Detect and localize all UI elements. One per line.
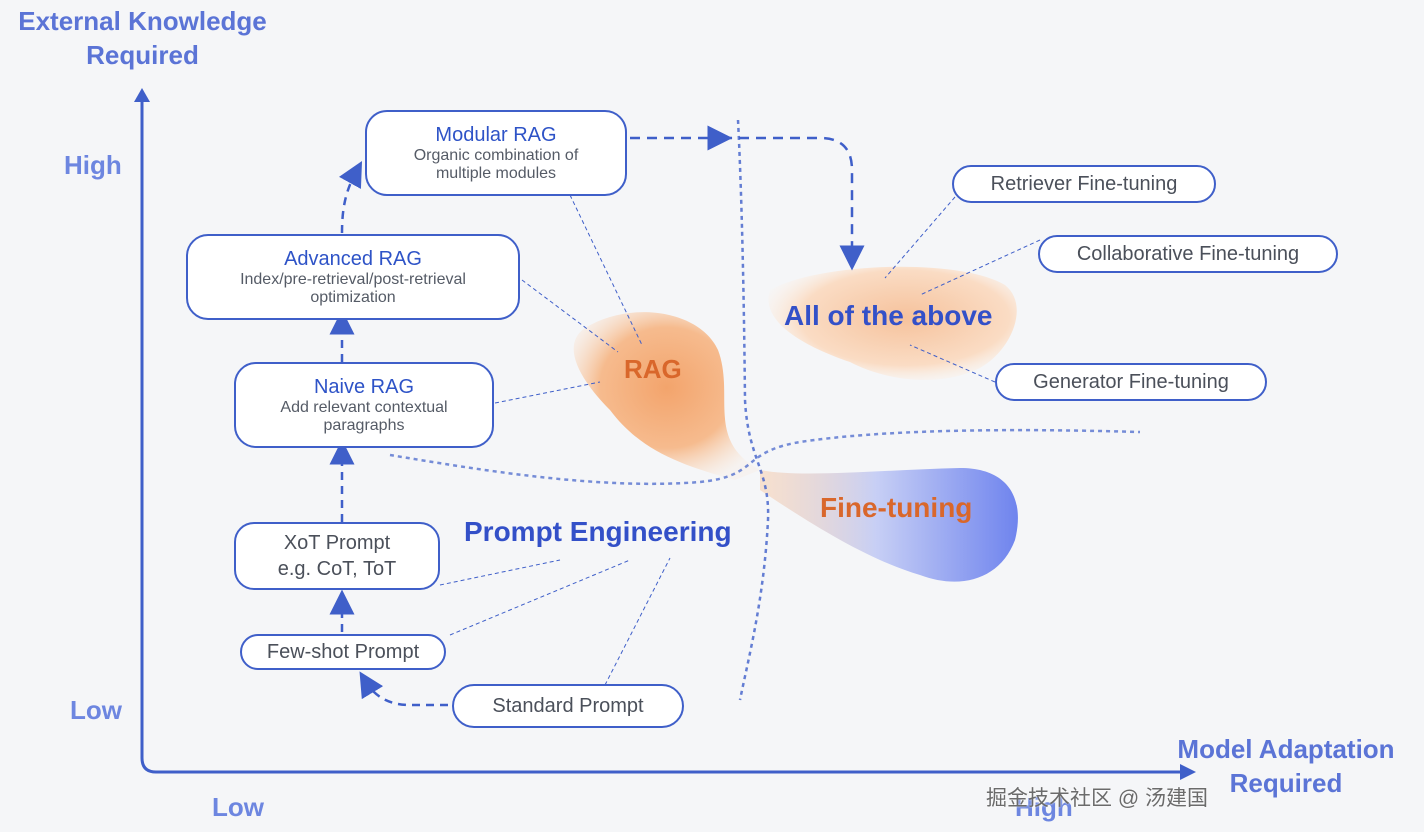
x-axis-title-line1: Model Adaptation — [1177, 734, 1395, 764]
y-axis-title-line2: Required — [86, 40, 199, 70]
all-region-blob — [768, 266, 1017, 381]
collaborative-finetuning-pill: Collaborative Fine-tuning — [1038, 235, 1338, 273]
xot-prompt-example: e.g. CoT, ToT — [277, 558, 397, 580]
y-axis-arrow — [134, 88, 150, 102]
finetuning-region-label: Fine-tuning — [820, 492, 973, 523]
x-axis-title-line2: Required — [1229, 768, 1343, 798]
arrow-modular-to-all — [722, 136, 865, 271]
y-axis-line — [140, 100, 1182, 774]
y-tick-low: Low — [70, 695, 122, 725]
boundary-horizontal — [389, 428, 1141, 486]
finetune-region-blob — [760, 468, 1018, 582]
advanced-rag-desc-1: Index/pre-retrieval/post-retrieval — [240, 271, 466, 288]
advanced-rag-title: Advanced RAG — [284, 248, 422, 270]
y-tick-high: High — [64, 150, 122, 180]
arrow-advanced-to-modular — [339, 161, 363, 234]
x-tick-low: Low — [212, 792, 264, 822]
boundary-vertical — [736, 119, 770, 701]
watermark: 掘金技术社区 @ 汤建国 — [986, 787, 1208, 810]
all-of-the-above-label: All of the above — [784, 300, 993, 331]
arrow-standard-to-fewshot — [359, 671, 448, 707]
naive-rag-desc-1: Add relevant contextual — [280, 399, 448, 416]
rag-region-label: RAG — [624, 354, 682, 384]
advanced-rag-box: Advanced RAG Index/pre-retrieval/post-re… — [186, 234, 520, 320]
naive-rag-desc-2: paragraphs — [323, 417, 405, 434]
retriever-finetuning-pill: Retriever Fine-tuning — [952, 165, 1216, 203]
x-axis-title: Model Adaptation Required — [1158, 732, 1414, 800]
standard-prompt-box: Standard Prompt — [452, 684, 684, 728]
y-axis-title-line1: External Knowledge — [18, 6, 267, 36]
modular-rag-title: Modular RAG — [435, 124, 557, 146]
advanced-rag-desc-2: optimization — [310, 289, 396, 306]
naive-rag-title: Naive RAG — [313, 376, 415, 398]
xot-prompt-title: XoT Prompt — [283, 532, 391, 554]
x-axis-arrow — [1180, 764, 1196, 780]
modular-rag-box: Modular RAG Organic combination of multi… — [365, 110, 627, 196]
rag-region-blob — [573, 312, 760, 480]
x-tick-high: High — [1015, 792, 1073, 822]
generator-finetuning-pill: Generator Fine-tuning — [995, 363, 1267, 401]
y-axis-title: External Knowledge Required — [0, 4, 285, 72]
leader-lines — [439, 194, 1041, 686]
modular-rag-desc-1: Organic combination of — [413, 147, 579, 164]
modular-rag-desc-2: multiple modules — [435, 165, 557, 182]
naive-rag-box: Naive RAG Add relevant contextual paragr… — [234, 362, 494, 448]
prompt-engineering-label: Prompt Engineering — [464, 516, 732, 547]
few-shot-prompt-box: Few-shot Prompt — [240, 634, 446, 670]
xot-prompt-box: XoT Prompt e.g. CoT, ToT — [234, 522, 440, 590]
